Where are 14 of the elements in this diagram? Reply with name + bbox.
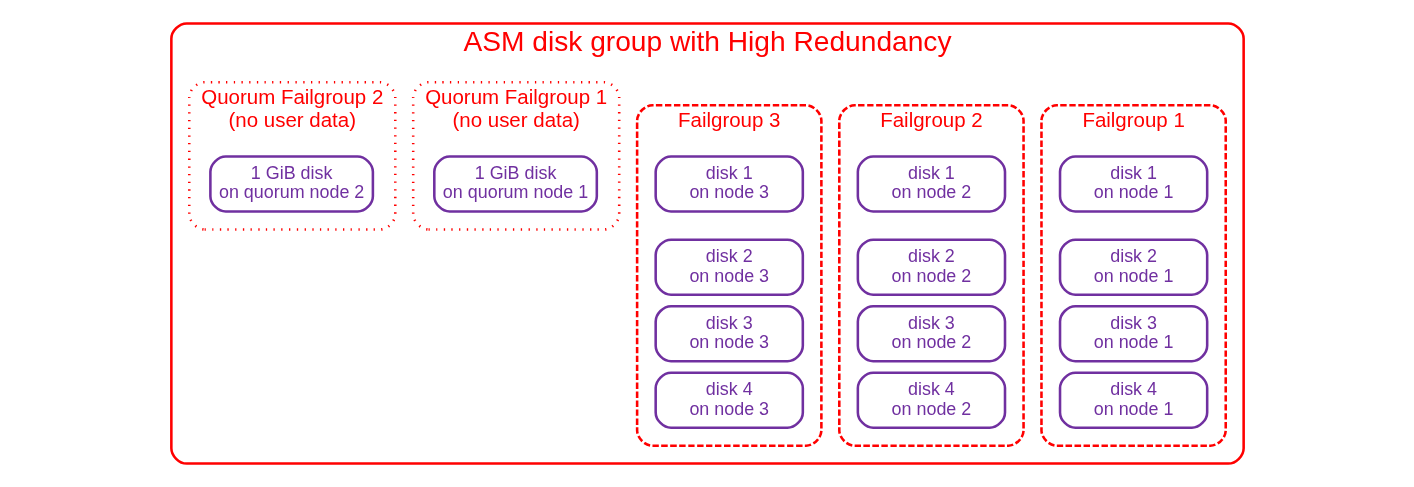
node-box: disk 1 on node 3: [653, 155, 804, 213]
node-box: disk 4 on node 2: [856, 371, 1006, 430]
node-box: disk 3 on node 2: [856, 304, 1006, 363]
node-box: disk 4 on node 1: [1058, 371, 1208, 430]
node-box: disk 1 on node 2: [856, 155, 1006, 213]
node-box: disk 2 on node 3: [653, 238, 804, 296]
node-box: disk 2 on node 2: [856, 238, 1006, 296]
node-box: disk 1 on node 1: [1058, 155, 1208, 213]
node-box: disk 4 on node 3: [653, 371, 804, 430]
node-box: disk 3 on node 1: [1058, 304, 1208, 363]
node-box: 1 GiB disk on quorum node 2: [208, 155, 374, 213]
node-box: disk 3 on node 3: [653, 304, 804, 363]
node-box: 1 GiB disk on quorum node 1: [432, 155, 598, 213]
node-box: disk 2 on node 1: [1058, 238, 1208, 296]
